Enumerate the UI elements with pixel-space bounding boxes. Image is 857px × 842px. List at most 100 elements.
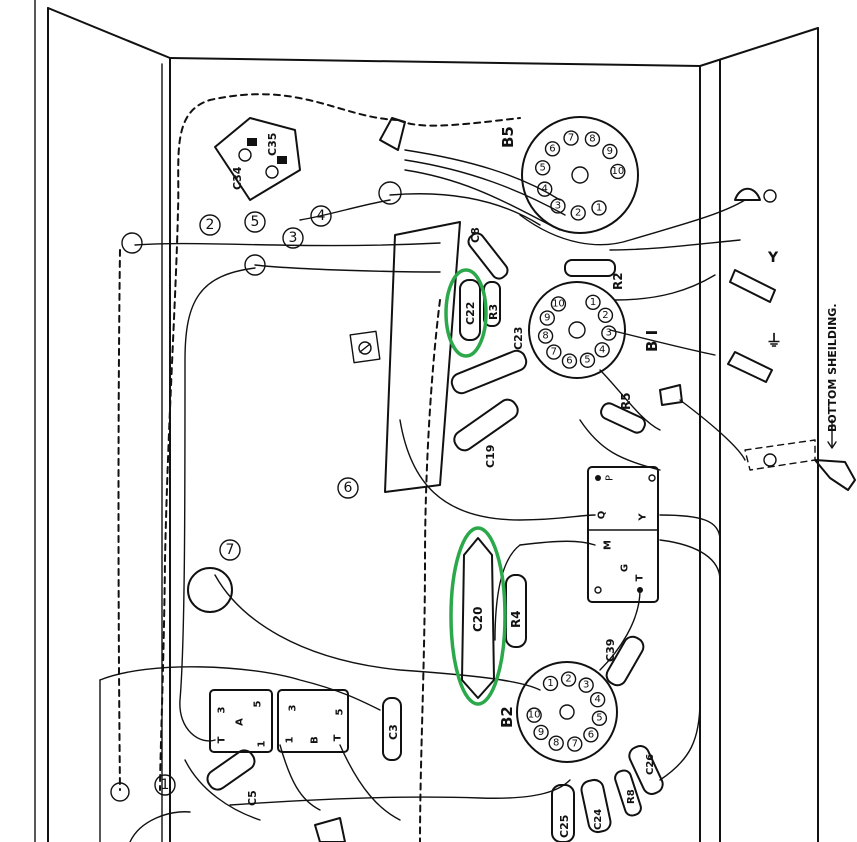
junction-circle: [378, 181, 402, 205]
highlight-c20: [449, 526, 507, 706]
coil-g-terminal-q: Q: [597, 511, 608, 520]
coil-a-name: A: [235, 718, 246, 726]
label-c39: C39: [604, 639, 617, 662]
valve-b2-pin-label: 5: [596, 713, 602, 724]
valve-b1-pin: [579, 352, 596, 368]
coil-b-terminal-5: 5: [335, 708, 346, 715]
connection-point-4: 4: [310, 205, 332, 227]
valve-b5-pin-label: 2: [575, 207, 581, 218]
coil-labels: P Q Y M G T 3 5 A T 1 3 5 1 B T: [217, 475, 649, 748]
valve-b2-pin-label: 8: [553, 738, 559, 749]
connection-point-6: 6: [337, 477, 359, 499]
label-c3: C3: [387, 724, 400, 740]
valve-b5-pin: [591, 200, 607, 216]
capacitor-c22: [459, 279, 481, 341]
junction-circle: [187, 567, 233, 613]
valve-b1-pin-label: 9: [544, 313, 550, 324]
label-c5: C5: [246, 790, 259, 806]
component-labels: B5 C34 C35 C8 C22 R3 C23 R2 B I R5 C19 C…: [231, 126, 839, 838]
valve-b5-pin: [537, 181, 553, 197]
chassis-outline: [34, 0, 819, 842]
label-b1: B I: [643, 330, 661, 352]
valve-b1-pin: [550, 296, 567, 312]
valve-b2-pin-label: 3: [583, 680, 589, 691]
valve-b2-pin: [589, 692, 606, 708]
capacitor-c23: [450, 349, 528, 395]
valve-b2-pin: [567, 736, 583, 752]
valve-b5-pin: [534, 160, 551, 176]
coil-a-terminal-t: T: [217, 736, 228, 743]
connection-point-1: 1: [154, 774, 176, 796]
label-r4: R4: [509, 610, 523, 628]
valve-b2-pin: [542, 675, 559, 692]
resistor-r8: [614, 769, 642, 817]
label-c35: C35: [266, 133, 279, 156]
highlight-c22: [444, 268, 488, 358]
valve-b2-pin-label: 9: [538, 727, 544, 738]
coil-g-terminal-m: M: [603, 540, 614, 550]
valve-b1-pin: [585, 294, 601, 310]
connection-point-2: 2: [199, 214, 221, 236]
valve-b1-pin-label: 8: [542, 331, 548, 342]
valve-b1-pin-label: 3: [606, 328, 612, 339]
tag-strip: [349, 221, 461, 493]
capacitor-c25: [551, 784, 575, 842]
valve-b1-pin: [594, 342, 610, 358]
label-c23: C23: [512, 327, 525, 350]
label-c24: C24: [593, 809, 604, 830]
valve-b1-pin-label: 1: [590, 297, 596, 308]
valve-b2-pin: [583, 727, 599, 743]
label-c34: C34: [231, 166, 244, 190]
valve-b5-pin: [602, 143, 618, 160]
valve-b2-pin-label: 4: [594, 694, 600, 705]
valve-b2-pin: [591, 710, 608, 726]
svg-text:7: 7: [226, 542, 235, 558]
connection-point-3: 3: [282, 227, 304, 249]
coil-a-terminal-5: 5: [253, 700, 264, 707]
valve-b2-pin: [526, 707, 542, 723]
capacitor-c26: [628, 745, 664, 795]
label-r5: R5: [619, 392, 633, 410]
valve-b1-pin-label: 10: [552, 298, 565, 309]
valve-b2-pin-label: 2: [565, 674, 571, 685]
junction-circle: [110, 782, 130, 802]
valve-b5-pin: [610, 163, 626, 180]
svg-text:1: 1: [161, 777, 170, 793]
label-r8: R8: [626, 789, 637, 804]
resistor-r5: [600, 402, 646, 434]
valve-b5-pin: [550, 198, 566, 214]
junction-circle: [244, 254, 266, 276]
valve-b1-pin: [561, 353, 578, 369]
label-c8: C8: [469, 227, 482, 243]
valve-b5-pin: [570, 205, 586, 221]
label-c19: C19: [484, 445, 497, 468]
valve-b1-pin-label: 5: [584, 355, 590, 366]
connection-points: 1 2 3 4 5 6 7: [110, 181, 402, 802]
svg-text:4: 4: [317, 208, 326, 224]
shielding-arrow: [827, 419, 837, 449]
svg-text:2: 2: [206, 217, 215, 233]
valve-b1-pin: [546, 344, 562, 360]
valve-b5-pin-label: 4: [542, 184, 548, 195]
valve-b5-pin: [563, 130, 579, 146]
terminals: [314, 117, 856, 842]
capacitor-c19: [453, 398, 519, 452]
valve-b5-pin-label: 6: [549, 143, 555, 154]
valve-b5-pin-label: 5: [539, 162, 545, 173]
valve-b5-pin: [584, 131, 601, 147]
valve-b1-pin-label: 7: [551, 347, 557, 358]
coil-b: [277, 689, 349, 753]
label-b5: B5: [499, 126, 517, 148]
label-c22: C22: [464, 302, 477, 325]
valve-b1-pin: [537, 328, 554, 344]
valve-b5-pin-label: 10: [611, 166, 624, 177]
coil-g-terminal-t: T: [635, 574, 646, 581]
label-c25: C25: [558, 815, 571, 838]
valve-b2-pin: [578, 677, 594, 693]
coil-b-name: B: [310, 736, 321, 744]
coil-g-terminal-p: P: [605, 475, 616, 481]
